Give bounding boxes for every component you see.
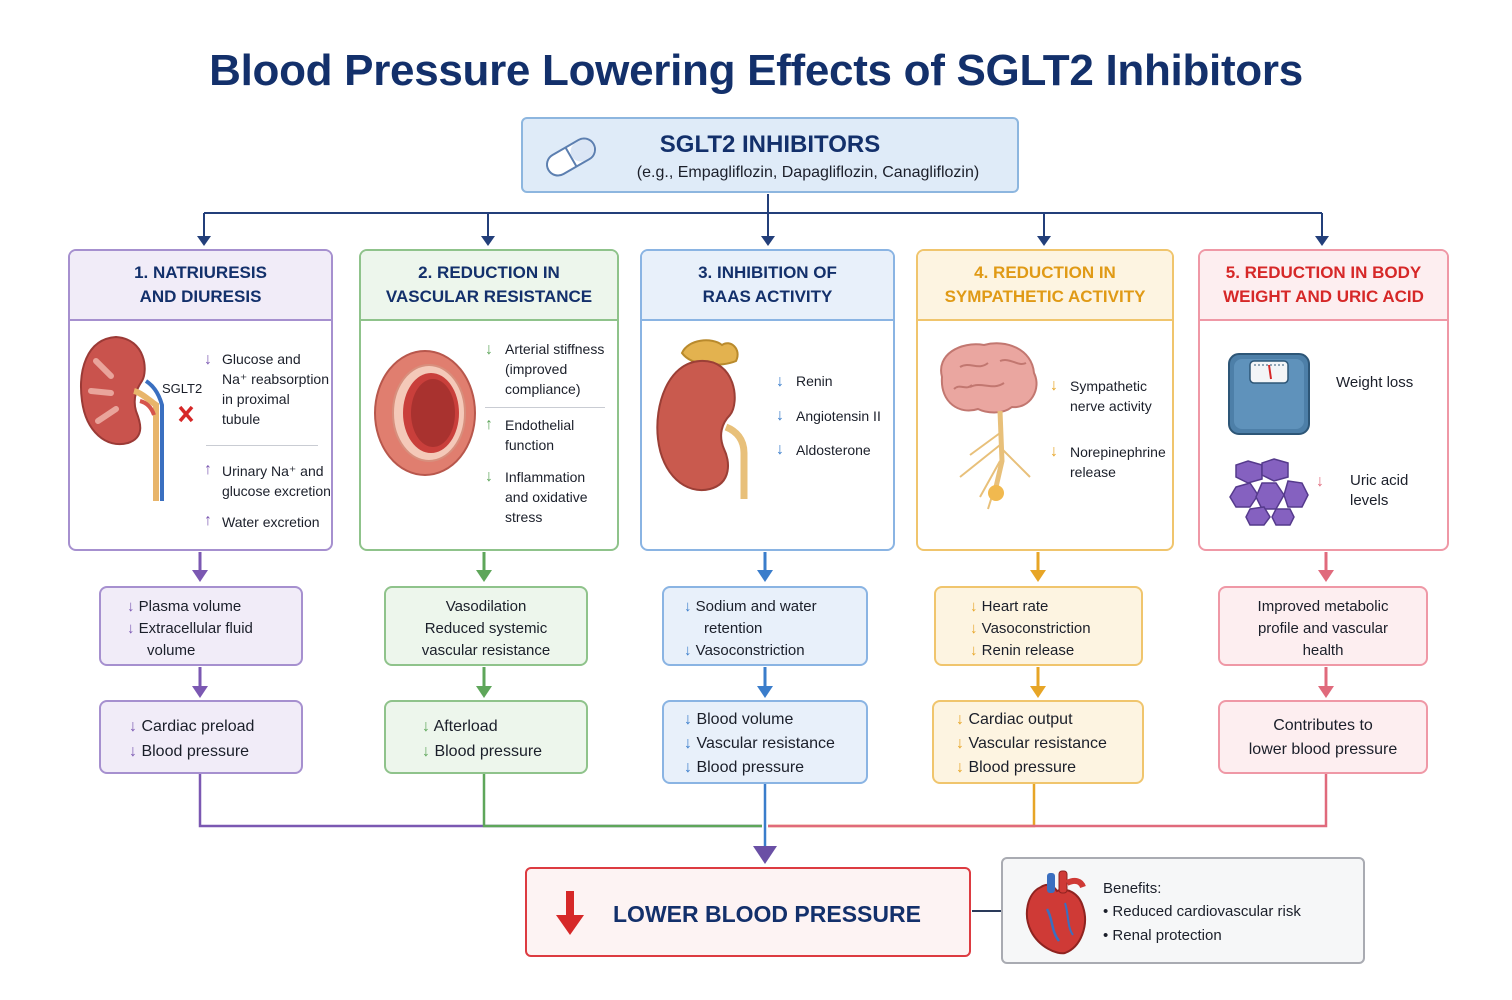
brain-nerves-icon xyxy=(940,342,1038,510)
arrow-down-icon: ↓ xyxy=(776,441,784,458)
mechanism-title: 3. INHIBITION OF RAAS ACTIVITY xyxy=(642,251,893,321)
effect-box: Improved metabolic profile and vascular … xyxy=(1218,586,1428,666)
arrow-down-icon: ↓ xyxy=(1050,443,1058,460)
effect-box: ↓ Plasma volume ↓ Extracellular fluid vo… xyxy=(99,586,303,666)
drug-examples: (e.g., Empagliflozin, Dapagliflozin, Can… xyxy=(636,164,980,181)
sglt2-label: SGLT2 xyxy=(162,381,203,396)
blood-vessel-icon xyxy=(374,350,476,476)
outcome-label: LOWER BLOOD PRESSURE xyxy=(613,901,921,927)
mechanism-weight-uric-card: 5. REDUCTION IN BODY WEIGHT AND URIC ACID… xyxy=(1198,249,1449,551)
uric-acid-crystals-icon xyxy=(1229,458,1309,526)
arrow-down-icon: ↓ xyxy=(776,373,784,390)
mechanism-vascular-card: 2. REDUCTION IN VASCULAR RESISTANCE ↓ Art… xyxy=(359,249,619,551)
title-line-2: WEIGHT AND URIC ACID xyxy=(1223,287,1424,306)
effect-box: ↓ Blood volume ↓ Vascular resistance ↓ B… xyxy=(662,700,868,784)
effect-box: ↓ Afterload ↓ Blood pressure xyxy=(384,700,588,774)
title-line-1: 3. INHIBITION OF xyxy=(698,263,837,282)
benefit-item: • Renal protection xyxy=(1103,927,1222,944)
effect-box: ↓ Sodium and water retention ↓ Vasoconst… xyxy=(662,586,868,666)
arrow-down-icon: ↓ xyxy=(204,351,212,368)
heart-icon xyxy=(1025,870,1086,955)
arrow-down-icon: ↓ xyxy=(1050,377,1058,394)
mechanism-item: Aldosterone xyxy=(796,442,871,458)
effect-box: ↓ Heart rate ↓ Vasoconstriction ↓ Renin … xyxy=(934,586,1143,666)
arrow-down-icon: ↓ xyxy=(485,341,493,358)
divider xyxy=(206,445,318,446)
arrow-down-icon: ↓ xyxy=(485,468,493,485)
kidney-adrenal-icon xyxy=(656,339,748,499)
arrow-up-icon: ↑ xyxy=(204,461,212,478)
mechanism-title: 2. REDUCTION IN VASCULAR RESISTANCE xyxy=(361,251,617,321)
effect-box: Contributes to lower blood pressure xyxy=(1218,700,1428,774)
arrow-up-icon: ↑ xyxy=(485,416,493,433)
arrow-down-icon: ↓ xyxy=(776,407,784,424)
title-line-1: 1. NATRIURESIS xyxy=(134,263,267,282)
benefits-box: Benefits: • Reduced cardiovascular risk … xyxy=(1001,857,1365,964)
page-title: Blood Pressure Lowering Effects of SGLT2… xyxy=(209,46,1303,95)
mechanism-item: Water excretion xyxy=(222,514,320,530)
weight-scale-icon xyxy=(1228,353,1310,435)
title-line-2: RAAS ACTIVITY xyxy=(702,287,833,306)
mechanism-item: Renin xyxy=(796,373,833,389)
kidney-sglt2-icon xyxy=(80,335,194,501)
pill-icon xyxy=(546,137,596,177)
arrow-up-icon: ↑ xyxy=(204,512,212,529)
title-line-2: SYMPATHETIC ACTIVITY xyxy=(944,287,1146,306)
divider xyxy=(485,407,605,408)
title-line-2: VASCULAR RESISTANCE xyxy=(385,287,593,306)
mechanism-title: 5. REDUCTION IN BODY WEIGHT AND URIC ACID xyxy=(1200,251,1447,321)
arrow-down-icon: ↓ xyxy=(1316,473,1324,490)
drug-class-name: SGLT2 INHIBITORS xyxy=(659,131,881,158)
benefit-item: • Reduced cardiovascular risk xyxy=(1103,903,1301,920)
mechanism-title: 4. REDUCTION IN SYMPATHETIC ACTIVITY xyxy=(918,251,1172,321)
mechanism-title: 1. NATRIURESIS AND DIURESIS xyxy=(70,251,331,321)
effect-box: Vasodilation Reduced systemic vascular r… xyxy=(384,586,588,666)
title-line-1: 2. REDUCTION IN xyxy=(418,263,560,282)
title-line-1: 5. REDUCTION IN BODY xyxy=(1225,263,1422,282)
lower-blood-pressure-box: LOWER BLOOD PRESSURE xyxy=(525,867,971,957)
mechanism-item: Weight loss xyxy=(1336,374,1414,391)
title-line-2: AND DIURESIS xyxy=(139,287,262,306)
effect-box: ↓ Cardiac output ↓ Vascular resistance ↓… xyxy=(932,700,1144,784)
down-arrow-icon xyxy=(556,891,584,935)
mechanism-natriuresis-card: 1. NATRIURESIS AND DIURESIS SGLT2 ↓ Gluco… xyxy=(68,249,333,551)
effect-box: ↓ Cardiac preload ↓ Blood pressure xyxy=(99,700,303,774)
benefits-heading: Benefits: xyxy=(1103,880,1162,897)
title-line-1: 4. REDUCTION IN xyxy=(974,263,1116,282)
mechanism-item: Angiotensin II xyxy=(796,408,881,424)
sglt2-inhibitors-box: SGLT2 INHIBITORS (e.g., Empagliflozin, D… xyxy=(521,117,1019,193)
mechanism-sympathetic-card: 4. REDUCTION IN SYMPATHETIC ACTIVITY ↓ Sy… xyxy=(916,249,1174,551)
